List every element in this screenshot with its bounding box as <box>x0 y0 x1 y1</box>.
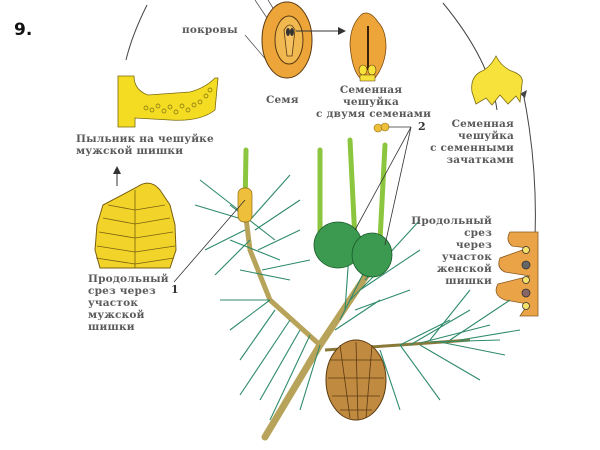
callout-line-1 <box>173 199 246 283</box>
callout-number-2: 2 <box>418 120 426 133</box>
callout-number-1: 1 <box>171 283 179 296</box>
label-male-cone-section: Продольный срез через участок мужской ши… <box>88 273 169 333</box>
label-seed: Семя <box>266 94 299 106</box>
anther-scale-drawing <box>117 75 219 128</box>
label-integuments: покровы <box>182 24 238 36</box>
integument-pointer <box>244 34 269 63</box>
seed-scale-ovules-drawing <box>471 55 523 106</box>
seed-scale-drawing <box>349 12 387 82</box>
label-female-cone-section: Продольный срез через участок женской ши… <box>411 215 492 287</box>
slide-number: 9. <box>14 20 33 40</box>
seed-drawing <box>261 1 313 79</box>
label-seed-scale-two-seeds: Семенная чешуйка с двумя семенами <box>316 84 432 120</box>
label-anther-on-scale: Пыльник на чешуйке мужской шишки <box>76 133 214 157</box>
female-cone-section-drawing <box>495 231 539 317</box>
cycle-arrow-left <box>125 4 148 61</box>
pine-branch-drawing <box>194 122 521 441</box>
label-seed-scale-ovules: Семенная чешуйка с семенными зачатками <box>430 118 514 166</box>
male-cone-section-drawing <box>94 166 177 269</box>
